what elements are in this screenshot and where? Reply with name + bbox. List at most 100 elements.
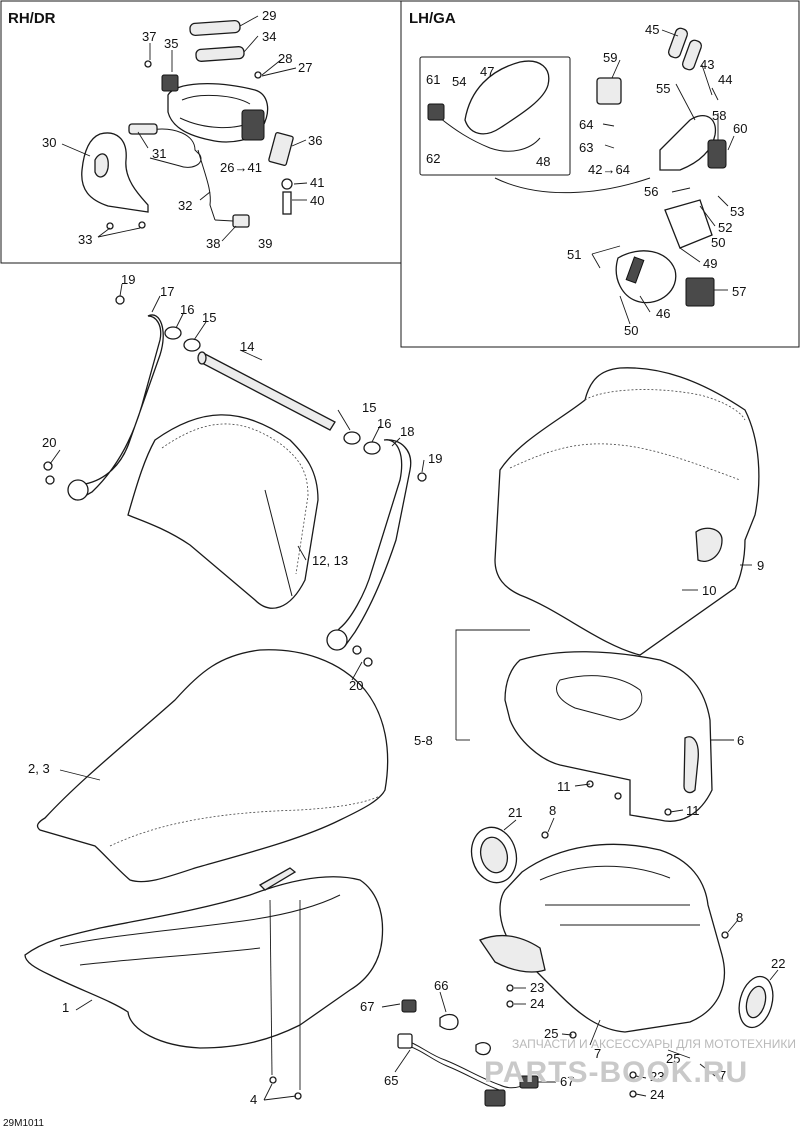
callout-label: 42→64 xyxy=(588,162,630,177)
callout-label: 7 xyxy=(594,1046,601,1061)
callout-label: 24 xyxy=(530,996,544,1011)
callout-label: 67 xyxy=(560,1074,574,1089)
callout-label: 10 xyxy=(702,583,716,598)
lh-grip-housing xyxy=(659,115,727,171)
callout-label: 15 xyxy=(362,400,376,415)
callout-label: 15 xyxy=(202,310,216,325)
callout-label: 26→41 xyxy=(220,160,262,175)
lh-grip-heaters xyxy=(667,27,703,71)
passenger-seat xyxy=(494,367,760,656)
rh-heater-wiring xyxy=(128,123,250,228)
callout-label: 54 xyxy=(452,74,466,89)
lh-switch-pad xyxy=(596,77,622,105)
callout-label: 62 xyxy=(426,151,440,166)
callout-label: 16 xyxy=(377,416,391,431)
watermark-logo: PARTS-BOOK.RU xyxy=(484,1056,748,1089)
rh-switch-module xyxy=(268,131,294,167)
callout-label: 7 xyxy=(719,1068,726,1083)
backrest-left-arm xyxy=(67,314,164,501)
callout-label: 61 xyxy=(426,72,440,87)
storage-rings xyxy=(470,826,774,1029)
seat-wiring-harness xyxy=(397,999,539,1107)
callout-label: 55 xyxy=(656,81,670,96)
lh-inset-box xyxy=(419,56,571,176)
backrest-tube xyxy=(197,351,336,431)
callout-label: 19 xyxy=(428,451,442,466)
callout-label: 33 xyxy=(78,232,92,247)
callout-label: 1 xyxy=(62,1000,69,1015)
rh-handlebar-grip xyxy=(161,74,269,143)
callout-label: 14 xyxy=(240,339,254,354)
callout-label: 20 xyxy=(349,678,363,693)
storage-frame xyxy=(479,843,726,1033)
callout-label: 9 xyxy=(757,558,764,573)
callout-label: 50 xyxy=(624,323,638,338)
callout-label: 52 xyxy=(718,220,732,235)
callout-label: 25 xyxy=(666,1051,680,1066)
lh-inset-arrow xyxy=(494,177,651,194)
watermark: ЗАПЧАСТИ И АКСЕССУАРЫ ДЛЯ МОТОТЕХНИКИ PA… xyxy=(484,1037,796,1089)
rh-throttle-housing xyxy=(81,132,149,213)
callout-label: 43 xyxy=(700,57,714,72)
callout-label: 21 xyxy=(508,805,522,820)
callout-label: 2, 3 xyxy=(28,761,50,776)
backrest-washers xyxy=(164,326,381,455)
lh-decal xyxy=(685,277,715,307)
callout-label: 64 xyxy=(579,117,593,132)
callout-label: 34 xyxy=(262,29,276,44)
callout-label: 37 xyxy=(142,29,156,44)
lh-section-box xyxy=(400,0,800,348)
callout-label: 66 xyxy=(434,978,448,993)
callout-label: 63 xyxy=(579,140,593,155)
callout-label: 6 xyxy=(737,733,744,748)
callout-label: 19 xyxy=(121,272,135,287)
callout-label: 8 xyxy=(549,803,556,818)
backrest-right-arm xyxy=(326,439,412,651)
callout-label: 30 xyxy=(42,135,56,150)
lh-mount-bracket xyxy=(615,199,713,304)
callout-labels: 29 34 37 35 28 27 30 36 31 26→41 41 32 4… xyxy=(28,8,785,1107)
callout-label: 56 xyxy=(644,184,658,199)
misc-fasteners xyxy=(269,780,729,1100)
callout-label: 48 xyxy=(536,154,550,169)
backrest-screws xyxy=(43,295,427,667)
callout-label: 27 xyxy=(298,60,312,75)
callout-label: 38 xyxy=(206,236,220,251)
callout-label: 58 xyxy=(712,108,726,123)
backrest-cushion xyxy=(127,414,319,609)
main-seat-cushion xyxy=(36,649,389,883)
rh-fasteners xyxy=(106,60,293,230)
rh-section-title: RH/DR xyxy=(8,10,56,27)
callout-label: 25 xyxy=(544,1026,558,1041)
diagram-code: 29M1011 xyxy=(3,1118,44,1129)
callout-label: 41 xyxy=(310,175,324,190)
callout-label: 23 xyxy=(650,1069,664,1084)
callout-label: 23 xyxy=(530,980,544,995)
callout-label: 51 xyxy=(567,247,581,262)
callout-label: 20 xyxy=(42,435,56,450)
leader-lines xyxy=(49,15,779,1101)
callout-label: 8 xyxy=(736,910,743,925)
callout-label: 11 xyxy=(557,779,571,794)
callout-label: 24 xyxy=(650,1087,664,1102)
callout-label: 4 xyxy=(250,1092,257,1107)
callout-label: 45 xyxy=(645,22,659,37)
callout-label: 17 xyxy=(160,284,174,299)
watermark-tagline: ЗАПЧАСТИ И АКСЕССУАРЫ ДЛЯ МОТОТЕХНИКИ xyxy=(512,1037,796,1051)
callout-label: 16 xyxy=(180,302,194,317)
callout-label: 12, 13 xyxy=(312,553,348,568)
callout-label: 28 xyxy=(278,51,292,66)
callout-label: 5-8 xyxy=(414,733,433,748)
callout-label: 35 xyxy=(164,36,178,51)
callout-label: 46 xyxy=(656,306,670,321)
callout-label: 36 xyxy=(308,133,322,148)
callout-label: 29 xyxy=(262,8,276,23)
callout-label: 65 xyxy=(384,1073,398,1088)
callout-label: 31 xyxy=(152,146,166,161)
callout-label: 44 xyxy=(718,72,732,87)
rh-grip-heater-elements xyxy=(189,19,245,62)
callout-label: 11 xyxy=(686,803,700,818)
callout-label: 53 xyxy=(730,204,744,219)
callout-label: 49 xyxy=(703,256,717,271)
